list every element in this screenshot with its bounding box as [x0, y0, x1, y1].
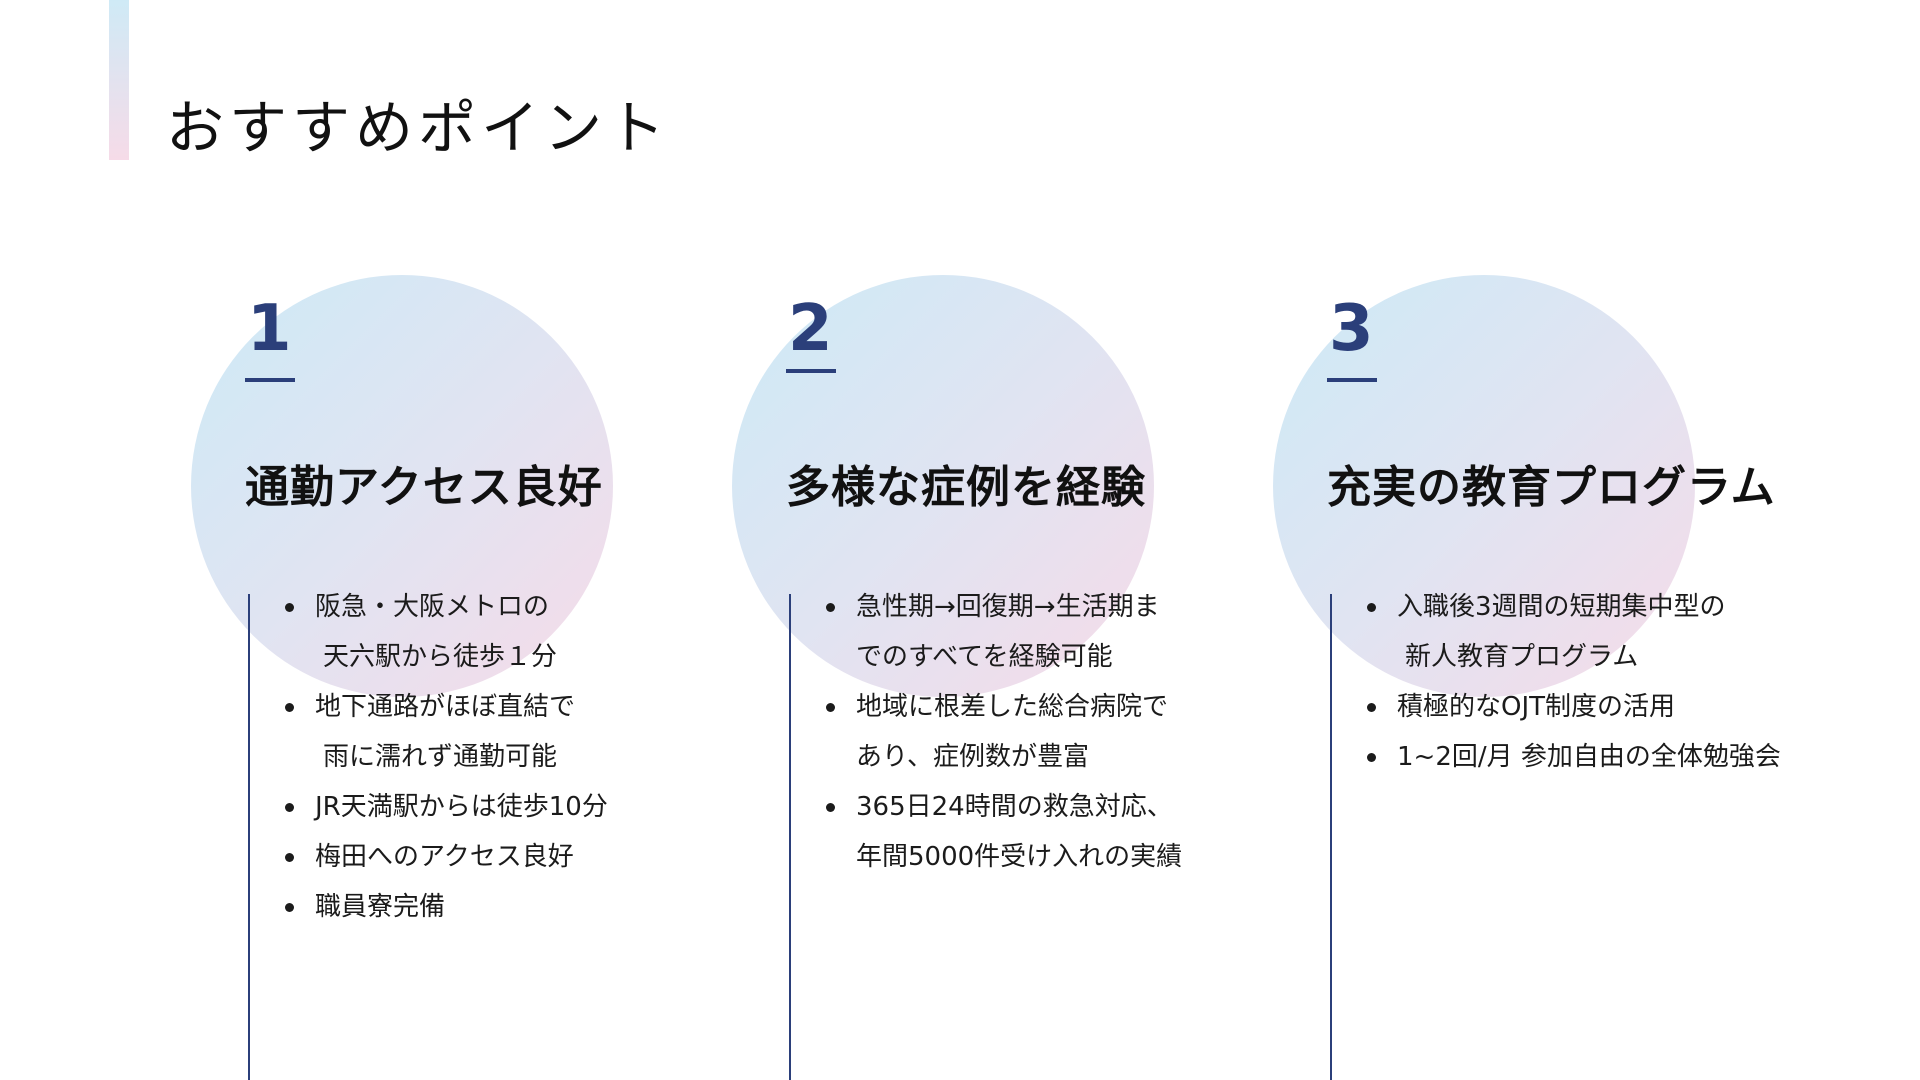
- point-bullet-list: 阪急・大阪メトロの 天六駅から徒歩１分 地下通路がほぼ直結で 雨に濡れず通勤可能…: [285, 582, 608, 932]
- point-number: 2: [788, 292, 833, 366]
- vertical-divider: [248, 594, 250, 1080]
- point-heading: 通勤アクセス良好: [245, 462, 603, 513]
- point-column-2: 2 多様な症例を経験 急性期→回復期→生活期ま でのすべてを経験可能 地域に根差…: [732, 0, 1292, 1080]
- point-number: 3: [1329, 292, 1374, 366]
- point-number: 1: [247, 292, 292, 366]
- bullet-item: 積極的なOJT制度の活用: [1367, 682, 1781, 732]
- bullet-item: 入職後3週間の短期集中型の: [1367, 582, 1781, 632]
- point-heading: 多様な症例を経験: [786, 462, 1146, 513]
- bullet-item: 365日24時間の救急対応、: [826, 782, 1182, 832]
- number-underline: [245, 378, 295, 382]
- vertical-divider: [1330, 594, 1332, 1080]
- bullet-item: JR天満駅からは徒歩10分: [285, 782, 608, 832]
- bullet-item: 1~2回/月 参加自由の全体勉強会: [1367, 732, 1781, 782]
- page-title: おすすめポイント: [166, 94, 671, 162]
- bullet-item-continuation: でのすべてを経験可能: [856, 642, 1113, 672]
- bullet-item: 地下通路がほぼ直結で: [285, 682, 608, 732]
- bullet-item-continuation: 新人教育プログラム: [1405, 642, 1639, 672]
- point-bullet-list: 急性期→回復期→生活期ま でのすべてを経験可能 地域に根差した総合病院で あり、…: [826, 582, 1182, 882]
- bullet-item: 急性期→回復期→生活期ま: [826, 582, 1182, 632]
- bullet-item: 地域に根差した総合病院で: [826, 682, 1182, 732]
- number-underline: [786, 369, 836, 373]
- point-bullet-list: 入職後3週間の短期集中型の 新人教育プログラム 積極的なOJT制度の活用 1~2…: [1367, 582, 1781, 782]
- point-column-1: 1 通勤アクセス良好 阪急・大阪メトロの 天六駅から徒歩１分 地下通路がほぼ直結…: [191, 0, 751, 1080]
- bullet-item-continuation: あり、症例数が豊富: [856, 742, 1089, 772]
- title-accent-bar: [109, 0, 129, 160]
- bullet-item-continuation: 雨に濡れず通勤可能: [323, 742, 558, 772]
- bullet-item: 梅田へのアクセス良好: [285, 832, 608, 882]
- bullet-item-continuation: 年間5000件受け入れの実績: [856, 842, 1183, 872]
- number-underline: [1327, 378, 1377, 382]
- bullet-item: 職員寮完備: [285, 882, 608, 932]
- point-column-3: 3 充実の教育プログラム 入職後3週間の短期集中型の 新人教育プログラム 積極的…: [1273, 0, 1833, 1080]
- gradient-circle: [191, 275, 613, 697]
- bullet-item-continuation: 天六駅から徒歩１分: [323, 642, 558, 672]
- point-heading: 充実の教育プログラム: [1327, 462, 1776, 513]
- gradient-circle: [732, 275, 1154, 697]
- vertical-divider: [789, 594, 791, 1080]
- bullet-item: 阪急・大阪メトロの: [285, 582, 608, 632]
- gradient-circle: [1273, 275, 1695, 697]
